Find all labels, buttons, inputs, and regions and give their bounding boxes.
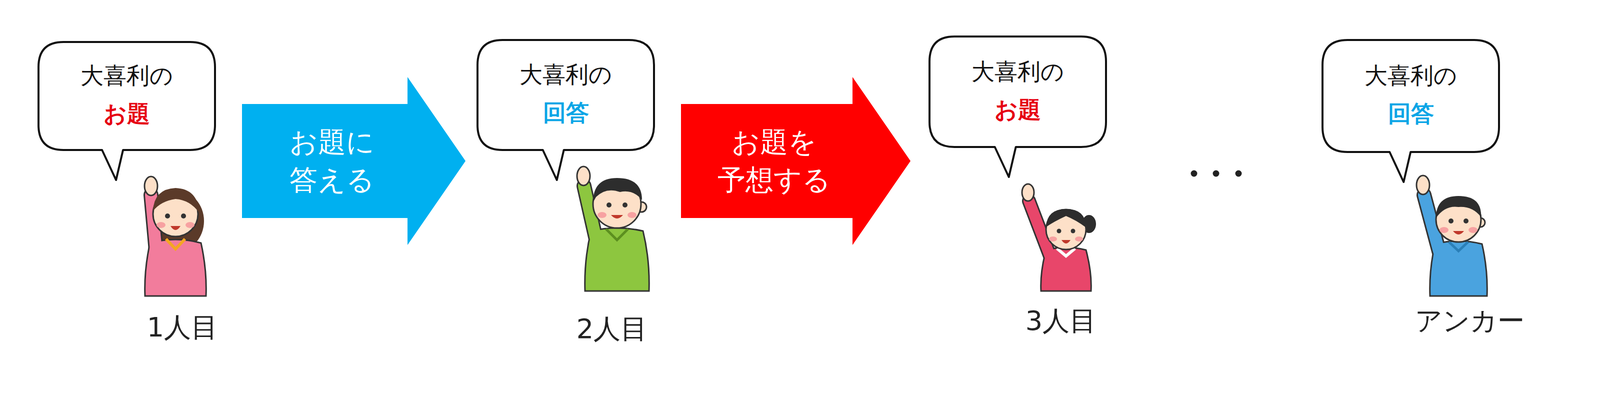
arrow-label: お題に 答える [289, 123, 375, 199]
bubble-outline-path [1322, 40, 1499, 182]
illustration-part [1235, 170, 1242, 177]
speech-bubble: 大喜利の回答 [476, 39, 655, 151]
illustration-part [622, 202, 628, 208]
illustration-part [156, 222, 166, 228]
illustration-part [1213, 170, 1220, 177]
illustration-part [1075, 236, 1083, 242]
illustration-part [1061, 240, 1071, 244]
illustration-part [597, 212, 607, 218]
bubble-text: 大喜利のお題 [80, 57, 173, 135]
bubble-outline [476, 39, 655, 151]
illustration-part [606, 229, 628, 240]
illustration-part [153, 188, 199, 213]
illustration-part [1453, 231, 1464, 235]
illustration-part [593, 178, 642, 203]
person-figure [1022, 184, 1096, 291]
illustration-part [165, 213, 170, 219]
illustration-part [1468, 227, 1478, 233]
illustration-part [181, 213, 186, 219]
block-arrow [242, 77, 466, 245]
illustration-part [1191, 170, 1198, 177]
block-arrow [681, 77, 911, 245]
person-label: 3人目 [1025, 303, 1097, 340]
bubble-caption: 大喜利の [519, 56, 612, 94]
illustration-part [1071, 229, 1076, 234]
illustration-part [1046, 209, 1086, 250]
bubble-keyword: お題 [80, 95, 173, 133]
bubble-keyword: 回答 [519, 94, 612, 132]
bubble-outline [928, 35, 1107, 148]
speech-bubble: 大喜利のお題 [37, 41, 216, 151]
illustration-part [185, 222, 195, 228]
illustration-part [144, 176, 158, 196]
person-label: アンカー [1415, 303, 1525, 340]
illustration-part [1439, 227, 1449, 233]
bubble-caption: 大喜利の [971, 53, 1064, 91]
illustration-part [1436, 196, 1481, 218]
bubble-keyword: 回答 [1364, 95, 1457, 133]
illustration-part [1046, 209, 1086, 228]
bubble-outline-path [38, 42, 215, 180]
speech-bubble: 大喜利の回答 [1321, 39, 1500, 153]
illustration-part [627, 212, 637, 218]
person-figure [577, 166, 649, 291]
person-label: 1人目 [147, 309, 218, 346]
illustration-part [606, 202, 612, 208]
illustration-part [577, 166, 590, 186]
illustration-part [170, 226, 181, 230]
bubble-text: 大喜利のお題 [971, 53, 1064, 131]
bubble-text: 大喜利の回答 [1364, 57, 1457, 135]
illustration-part [166, 239, 185, 249]
bubble-text: 大喜利の回答 [519, 56, 612, 134]
bubble-caption: 大喜利の [1364, 57, 1457, 95]
person-figure [1416, 175, 1487, 296]
bubble-caption: 大喜利の [80, 57, 173, 95]
continuation-dots [1191, 170, 1242, 177]
illustration-part [1448, 218, 1454, 224]
illustration-part [1049, 236, 1057, 242]
illustration-part [1463, 218, 1469, 224]
arrow-label: お題を 予想する [717, 123, 831, 199]
illustration-part [1449, 242, 1468, 251]
person-label: 2人目 [576, 311, 648, 348]
illustration-part [611, 215, 623, 219]
speech-bubble: 大喜利のお題 [928, 35, 1107, 148]
bubble-outline [1321, 39, 1500, 153]
bubble-outline-path [477, 40, 654, 180]
illustration-part [1022, 184, 1034, 201]
illustration-part [1416, 175, 1430, 195]
bubble-keyword: お題 [971, 91, 1064, 129]
person-figure [144, 176, 206, 296]
bubble-outline [37, 41, 216, 151]
bubble-outline-path [929, 36, 1106, 177]
illustration-part [1057, 229, 1062, 234]
